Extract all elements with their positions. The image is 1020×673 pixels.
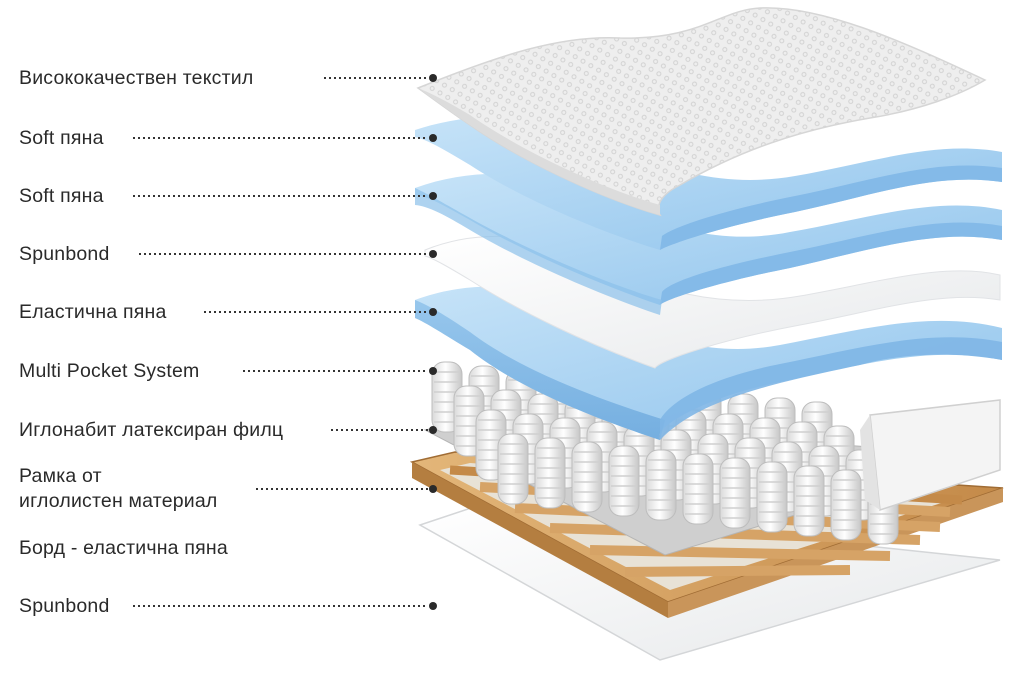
label-soft-foam-2: Soft пяна — [19, 185, 104, 207]
label-textile: Висококачествен текстил — [19, 67, 254, 89]
label-frame-line-1: Рамка от — [19, 465, 102, 487]
spring-coil — [682, 453, 714, 525]
spring-coil — [608, 445, 640, 517]
label-spunbond-1: Spunbond — [19, 243, 110, 265]
spring-coils — [431, 361, 899, 545]
spring-coil — [497, 433, 529, 505]
pocket-spring-layer — [423, 361, 1001, 556]
spring-coil — [571, 441, 603, 513]
label-border-foam: Борд - еластична пяна — [19, 537, 228, 559]
spring-coil — [534, 437, 566, 509]
spring-coil — [830, 469, 862, 541]
label-spunbond-2: Spunbond — [19, 595, 110, 617]
spring-coil — [719, 457, 751, 529]
spring-coil — [756, 461, 788, 533]
spring-coil — [793, 465, 825, 537]
quilted-textile-layer — [416, 7, 987, 217]
label-elastic-foam: Еластична пяна — [19, 301, 167, 323]
spring-coil — [645, 449, 677, 521]
label-felt: Иглонабит латексиран филц — [19, 419, 284, 441]
label-pocket-system: Multi Pocket System — [19, 360, 200, 382]
label-frame-line-2: иглолистен материал — [19, 490, 218, 512]
label-soft-foam-1: Soft пяна — [19, 127, 104, 149]
leader-lines — [133, 74, 437, 610]
